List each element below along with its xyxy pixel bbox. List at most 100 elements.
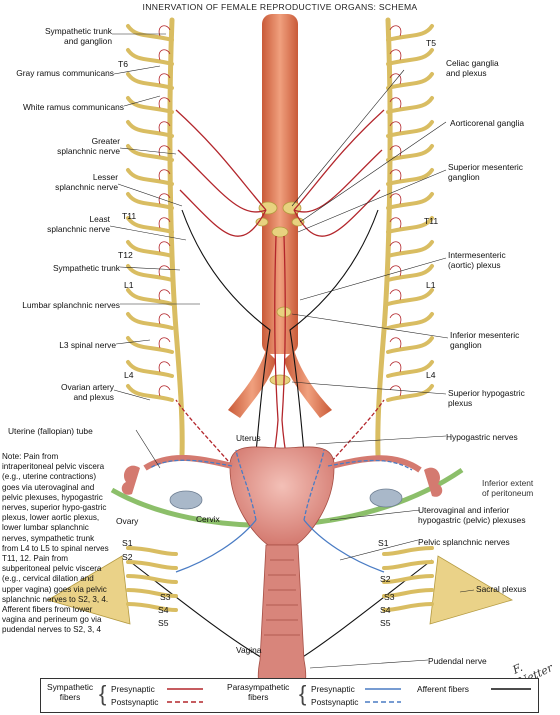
ramus-right bbox=[389, 289, 402, 301]
legend-afferent: Afferent fibers bbox=[417, 684, 469, 694]
ramus-left bbox=[158, 145, 171, 157]
ramus-left bbox=[158, 313, 171, 325]
leader-line bbox=[309, 659, 429, 669]
spinal-nerve-right bbox=[386, 312, 434, 330]
legend-presynaptic-1: Presynaptic bbox=[111, 684, 155, 694]
ramus-right bbox=[389, 313, 402, 325]
spinal-nerve-right bbox=[386, 216, 434, 234]
spinal-nerve-left bbox=[126, 240, 174, 258]
legend: Sympathetic fibers { Presynaptic Postsyn… bbox=[40, 678, 539, 713]
sacral-nerve-left bbox=[126, 602, 178, 612]
label-least-splanchnic: Least splanchnic nerve bbox=[47, 214, 110, 234]
aorta bbox=[228, 14, 332, 418]
label-white-ramus: White ramus communicans bbox=[23, 102, 124, 112]
legend-postsynaptic-2: Postsynaptic bbox=[311, 697, 359, 707]
ramus-right bbox=[389, 385, 402, 397]
legend-para-swatches bbox=[365, 688, 401, 703]
ramus-right bbox=[389, 97, 402, 109]
ramus-left bbox=[158, 193, 171, 205]
spinal-nerve-left bbox=[126, 24, 174, 42]
leader-line bbox=[291, 313, 449, 339]
sacral-nerve-right bbox=[382, 574, 434, 584]
ramus-left bbox=[158, 169, 171, 181]
spinal-nerve-left bbox=[126, 120, 174, 138]
sacral-nerve-left bbox=[126, 588, 178, 598]
ramus-left bbox=[158, 265, 171, 277]
label-lumbar-splanchnic: Lumbar splanchnic nerves bbox=[22, 300, 120, 310]
leader-line bbox=[339, 539, 419, 561]
level-s1-right: S1 bbox=[378, 538, 389, 548]
spinal-nerve-right bbox=[386, 120, 434, 138]
spinal-nerve-right bbox=[386, 288, 434, 306]
level-s4-right: S4 bbox=[380, 605, 391, 615]
spinal-nerve-left bbox=[126, 336, 174, 354]
splanchnic-right bbox=[293, 149, 383, 213]
ramus-left bbox=[158, 217, 171, 229]
sacral-nerves bbox=[126, 546, 434, 612]
leader-line bbox=[135, 429, 161, 469]
label-hypogastric-nerves: Hypogastric nerves bbox=[446, 432, 518, 442]
label-sacral-plexus: Sacral plexus bbox=[476, 584, 527, 594]
legend-sympathetic-heading: Sympathetic fibers bbox=[47, 682, 94, 702]
spinal-nerve-left bbox=[126, 288, 174, 306]
label-pelvic-splanchnic: Pelvic splanchnic nerves bbox=[418, 537, 510, 547]
label-inferior-extent: Inferior extent of peritoneum bbox=[482, 478, 534, 498]
spinal-nerve-left bbox=[126, 48, 174, 66]
ramus-left bbox=[158, 241, 171, 253]
spinal-nerve-left bbox=[126, 360, 174, 378]
label-l3-spinal: L3 spinal nerve bbox=[59, 340, 116, 350]
ramus-left bbox=[158, 97, 171, 109]
level-l4-left: L4 bbox=[124, 370, 134, 380]
sacral-nerve-left bbox=[126, 546, 178, 556]
pudendal-left bbox=[127, 559, 267, 661]
splanchnic-left bbox=[177, 149, 267, 213]
label-superior-mesenteric: Superior mesenteric ganglion bbox=[448, 162, 523, 182]
ramus-right bbox=[389, 241, 402, 253]
pelvic-splanchnic-right bbox=[303, 519, 385, 573]
leader-line bbox=[113, 65, 161, 75]
spinal-nerve-left bbox=[126, 312, 174, 330]
prevertebral-ganglia bbox=[255, 201, 305, 386]
label-celiac: Celiac ganglia and plexus bbox=[446, 58, 499, 78]
legend-postsynaptic-1: Postsynaptic bbox=[111, 697, 159, 707]
leader-line bbox=[297, 169, 447, 233]
label-cervix: Cervix bbox=[196, 514, 220, 524]
ramus-right bbox=[389, 265, 402, 277]
spinal-nerve-left bbox=[126, 72, 174, 90]
label-uterine-tube: Uterine (fallopian) tube bbox=[8, 426, 93, 436]
spinal-nerve-right bbox=[386, 96, 434, 114]
parasympathetic-fibers bbox=[149, 449, 413, 573]
label-gray-ramus: Gray ramus communicans bbox=[16, 68, 114, 78]
legend-afferent-swatch bbox=[491, 688, 531, 690]
level-t12: T12 bbox=[118, 250, 133, 260]
level-t11-left: T11 bbox=[122, 211, 137, 221]
leader-lines bbox=[109, 33, 475, 669]
level-t5: T5 bbox=[426, 38, 437, 48]
level-s2-right: S2 bbox=[380, 574, 391, 584]
ramus-right bbox=[389, 49, 402, 61]
ramus-right bbox=[389, 337, 402, 349]
ramus-right bbox=[389, 25, 402, 37]
spinal-nerve-left bbox=[126, 384, 174, 402]
leader-line bbox=[299, 257, 447, 301]
ramus-left bbox=[158, 337, 171, 349]
label-vagina: Vagina bbox=[236, 645, 262, 655]
ramus-right bbox=[389, 361, 402, 373]
level-s1-left: S1 bbox=[122, 538, 133, 548]
label-uterovaginal: Uterovaginal and inferior hypogastric (p… bbox=[418, 505, 526, 525]
para-tube-left bbox=[149, 459, 233, 469]
spinal-nerve-right bbox=[386, 48, 434, 66]
sacral-nerve-right bbox=[382, 546, 434, 556]
label-superior-hypogastric: Superior hypogastric plexus bbox=[448, 388, 525, 408]
leader-line bbox=[119, 147, 177, 155]
spinal-nerve-right bbox=[386, 264, 434, 282]
spinal-nerve-right bbox=[386, 360, 434, 378]
level-s2-left: S2 bbox=[122, 552, 133, 562]
spinal-nerve-left bbox=[126, 192, 174, 210]
ramus-right bbox=[389, 169, 402, 181]
leader-line bbox=[299, 121, 447, 223]
legend-sym-swatches bbox=[167, 688, 203, 703]
leader-line bbox=[117, 183, 183, 207]
ramus-right bbox=[389, 145, 402, 157]
legend-brace-1: { bbox=[99, 681, 107, 706]
